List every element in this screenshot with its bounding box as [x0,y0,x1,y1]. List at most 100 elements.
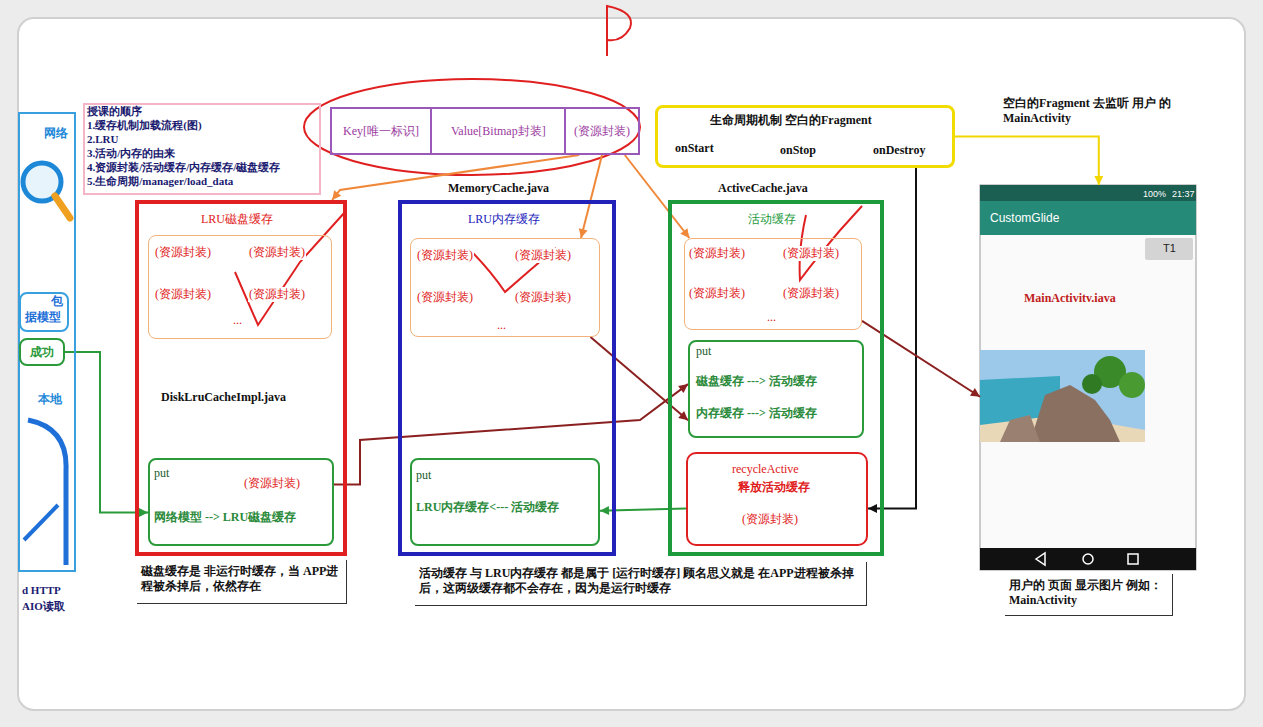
connector [579,155,602,238]
photo-rock [1000,415,1040,442]
disk-cache-box: LRU磁盘缓存DiskLruCacheImpl.java(资源封装)(资源封装)… [135,200,347,556]
node-text: (资源封装) [248,287,306,302]
node-text: MainActivitv.iava [1024,291,1116,306]
nav-home-icon [1083,554,1093,564]
node-text: 3.活动/内存的由来 [87,147,175,161]
node-text: 磁盘缓存是 非运行时缓存，当 APP进程被杀掉后，依然存在 [141,564,341,594]
node-text: 5.生命周期/manager/load_data [87,175,233,189]
resource-group: (资源封装) (资源封装) (资源封装) (资源封装)... [148,235,332,339]
node-text: ... [766,310,777,325]
magnifier-handle [55,196,70,218]
node-text: (资源封装) [688,286,746,301]
card-frame [18,18,1245,710]
node-text: 授课的顺序 [87,105,142,119]
node-text: 包 [51,294,63,309]
connector-line [332,155,579,200]
hand-scribble [800,206,862,280]
note-box: 活动缓存 与 LRU内存缓存 都是属于 [运行时缓存] 顾名思义就是 在APP进… [415,562,867,606]
node-text: put [696,344,711,359]
connector-line [334,384,688,484]
resource-cell: (资源封装) [564,107,640,155]
arrow-head [680,228,689,238]
node-text: 据模型 [25,310,61,325]
node-text: LRU内存缓存<--- 活动缓存 [416,500,559,515]
arrow-head [139,508,148,517]
arrow-head [600,506,609,515]
put-box: put 磁盘缓存 ---> 活动缓存内存缓存 ---> 活动缓存 [688,340,864,438]
key-cell: Key[唯一标识] [330,107,432,155]
memory-cache-box: MemoryCache.javaLRU内存缓存(资源封装)(资源封装)(资源封装… [398,200,616,556]
node-text: ActiveCache.java [718,181,808,196]
node-text: (资源封装) [514,290,572,305]
node-text: LRU磁盘缓存 [201,212,273,227]
node-text: recycleActive [732,462,799,477]
node-text: (资源封装) [154,245,212,260]
node-text: MemoryCache.java [448,181,549,196]
put-box: put(资源封装)网络模型 --> LRU磁盘缓存 [148,458,334,546]
lifecycle-box: 生命周期机制 空白的FragmentonStartonStoponDestroy [655,105,955,168]
resource-group: (资源封装)(资源封装)(资源封装)(资源封装)... [410,238,600,337]
arrow-head [678,384,688,393]
node-text: (资源封装) [416,290,474,305]
node-text: 磁盘缓存 ---> 活动缓存 [696,374,817,389]
photo-rock [1030,385,1120,442]
phone-nav-bar [980,548,1196,570]
connector-line [955,137,1099,186]
resource-group: (资源封装)(资源封装)(资源封装)(资源封装)... [684,238,862,330]
node-text: 用户的 页面 显示图片 例如：MainActivity [1009,578,1169,608]
note-label: AIO读取 [22,600,65,614]
phone-title-bar [980,201,1196,235]
node-text: (资源封装) [154,287,212,302]
status-text: 100% [1143,189,1166,200]
connector-line [581,155,602,238]
node-text: (资源封装) [248,245,306,260]
put-box: putLRU内存缓存<--- 活动缓存 [410,458,600,546]
node-text: Key[唯一标识] [343,124,419,139]
arrow-head [1094,176,1103,185]
arrow-head [332,190,341,200]
node-text: onStop [780,143,816,158]
node-text: put [154,466,169,481]
recycle-box: recycleActive释放活动缓存(资源封装) [686,452,868,546]
note-box: 磁盘缓存是 非运行时缓存，当 APP进程被杀掉后，依然存在 [137,560,347,604]
connector [862,321,980,397]
note-label: 空白的Fragment 去监听 用户 的 MainActivity [1003,96,1185,126]
connector-line [862,321,980,397]
arrow-head [678,411,688,420]
connector [332,155,579,200]
node-text: 内存缓存 ---> 活动缓存 [696,406,817,421]
phone-button: T1 [1145,238,1193,260]
node-text: DiskLruCacheImpl.java [161,390,286,405]
node-text: 4.资源封装/活动缓存/内存缓存/磁盘缓存 [87,161,280,175]
node-text: (资源封装) [244,476,300,491]
node-text: 活动缓存 [748,212,796,227]
node-text: put [416,468,431,483]
connector [955,137,1103,186]
node-text: 生命周期机制 空白的Fragment [710,113,872,128]
connector [591,337,689,420]
success-box: 成功 [19,338,65,366]
pen-icon [28,420,66,565]
node-text: onStart [675,141,714,156]
node-text: LRU内存缓存 [468,212,540,227]
node-text: (资源封装) [514,248,572,263]
node-text: ... [232,313,243,328]
node-text: CustomGlide [990,211,1059,226]
model-box: 包据模型 [19,292,69,332]
pen-icon [24,505,58,540]
note-box: 用户的 页面 显示图片 例如：MainActivity [1005,574,1173,616]
node-text: (资源封装) [782,246,840,261]
node-text: 成功 [30,345,54,360]
node-text: 网络 [44,126,68,141]
connector [334,384,688,484]
node-text: ... [496,318,507,333]
active-cache-box: ActiveCache.java活动缓存(资源封装)(资源封装)(资源封装)(资… [668,200,884,556]
arrow-head [868,504,877,513]
node-text: 1.缓存机制加载流程(图) [87,119,202,133]
connector-line [591,337,689,420]
source-panel: 网络本地包据模型成功 [18,112,76,572]
hand-scribble [607,6,631,56]
connector-line [868,168,916,508]
syllabus-box: 授课的顺序1.缓存机制加载流程(图)2.LRU3.活动/内存的由来4.资源封装/… [83,103,321,195]
